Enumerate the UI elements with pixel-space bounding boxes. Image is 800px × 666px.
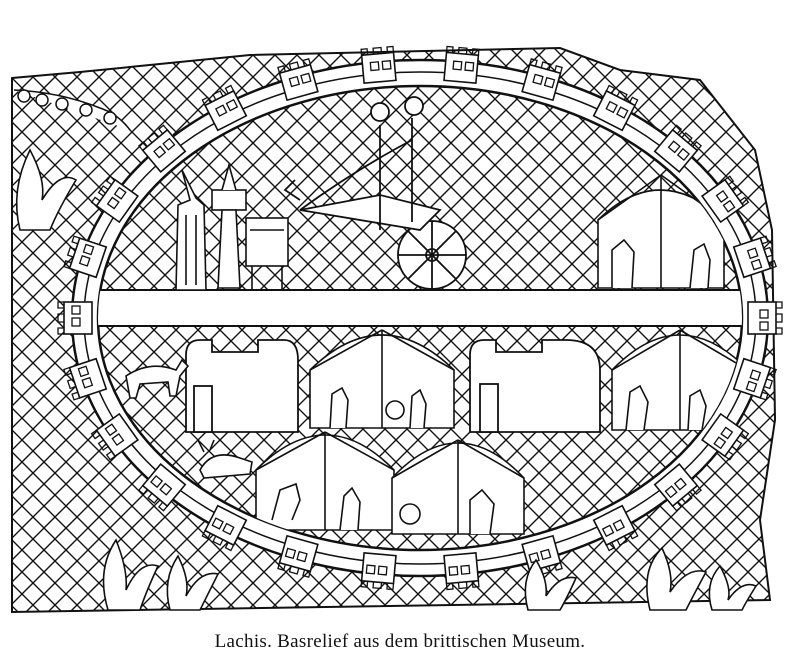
- wall-tower: [57, 301, 93, 335]
- wall-tower: [521, 58, 563, 102]
- wall-tower: [443, 551, 480, 591]
- central-road: [98, 289, 742, 327]
- wall-tower: [592, 84, 639, 132]
- plants-bottom: [102, 538, 758, 611]
- wall-tower: [700, 412, 750, 461]
- wall-tower: [90, 412, 140, 461]
- relief-engraving: [11, 45, 783, 614]
- tent-lower-right: [611, 329, 742, 431]
- gate-right: [469, 339, 601, 433]
- altar: [211, 162, 247, 289]
- wall-tower: [732, 357, 777, 401]
- tent-bottom-left: [255, 431, 395, 531]
- wall-tower: [201, 84, 248, 132]
- tent-bottom-center: [391, 439, 525, 535]
- wall-tower: [653, 462, 703, 512]
- wall-tower: [137, 124, 187, 174]
- wall-tower: [732, 235, 777, 279]
- wall-towers: [57, 45, 783, 591]
- wall-tower: [277, 534, 319, 578]
- wall-tower: [443, 45, 480, 85]
- wall-tower: [653, 124, 703, 174]
- wall-tower: [201, 504, 248, 552]
- gate-left: [185, 339, 299, 433]
- wall-tower: [137, 462, 187, 512]
- wall-tower: [90, 175, 140, 224]
- priest-figure: [175, 169, 207, 291]
- wall-tower: [277, 58, 319, 102]
- wall-tower: [592, 504, 639, 552]
- chariot: [283, 96, 467, 290]
- wall-tower: [747, 301, 783, 335]
- tent-lower-center: [309, 329, 455, 429]
- vine-branch: [13, 89, 131, 131]
- wall-tower: [63, 235, 108, 279]
- palm-left: [15, 148, 78, 231]
- goat-figure: [125, 358, 190, 399]
- wall-tower: [360, 551, 397, 591]
- wall-tower: [700, 175, 750, 224]
- wall-tower: [63, 357, 108, 401]
- wall-tower: [360, 45, 397, 85]
- reclining-ox: [197, 439, 253, 479]
- figure-caption: Lachis. Basrelief aus dem brittischen Mu…: [214, 631, 586, 652]
- throne: [245, 217, 289, 290]
